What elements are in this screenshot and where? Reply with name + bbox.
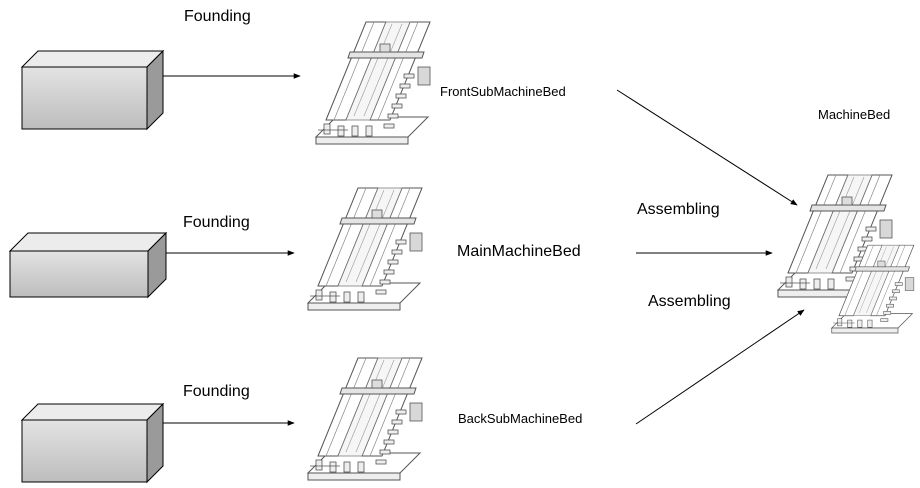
raw-block-3 <box>20 402 165 484</box>
raw-block-1 <box>20 49 165 131</box>
machine-bed-label: MachineBed <box>818 107 891 122</box>
main-machine-bed-label: MainMachineBed <box>457 243 581 260</box>
founding-label-1: Founding <box>184 8 251 25</box>
assembled-machine-bed-drawing <box>777 174 915 334</box>
assembling-label-2: Assembling <box>648 293 731 310</box>
back-sub-machine-bed-label: BackSubMachineBed <box>458 411 583 426</box>
raw-block-2 <box>8 231 168 299</box>
assembling-label-1: Assembling <box>637 201 720 218</box>
founding-label-2: Founding <box>183 214 250 231</box>
main-machine-bed-drawing <box>307 187 423 311</box>
assembling-arrow-back <box>635 309 805 425</box>
founding-label-3: Founding <box>183 383 250 400</box>
assembling-arrow-front <box>616 89 798 206</box>
front-sub-machine-bed-label: FrontSubMachineBed <box>440 84 566 99</box>
back-sub-machine-bed-drawing <box>307 357 423 481</box>
front-sub-machine-bed-drawing <box>315 21 431 145</box>
